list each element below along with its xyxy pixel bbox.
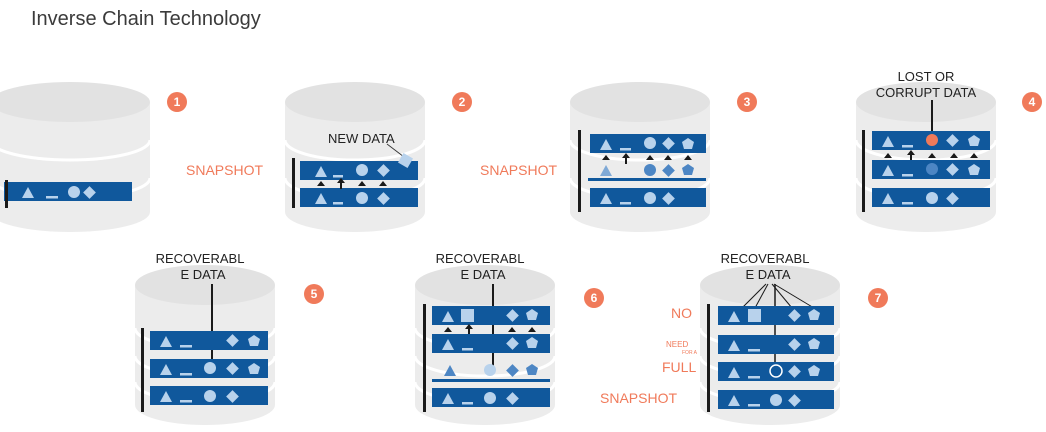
top-block	[590, 134, 706, 153]
stage-2: NEW DATA SNAPSHOT 2	[186, 82, 472, 232]
step-number: 2	[459, 95, 466, 109]
step-badge-7: 7	[868, 288, 888, 308]
pointer-arrows	[444, 324, 536, 335]
recoverable-label-line1: RECOVERABL	[436, 251, 525, 266]
step-number: 3	[744, 95, 751, 109]
step-badge-3: 3	[737, 92, 757, 112]
stage-7: RECOVERABL E DATA NO NEED FOR A FULL SNA…	[600, 251, 888, 425]
step-number: 6	[591, 291, 598, 305]
base-block	[150, 386, 268, 405]
partial-layer	[432, 364, 550, 382]
step-number: 4	[1029, 95, 1036, 109]
step-badge-4: 4	[1022, 92, 1042, 112]
snapshot-label: SNAPSHOT	[600, 390, 677, 406]
top-block	[432, 306, 550, 325]
step-badge-1: 1	[167, 92, 187, 112]
top-block	[718, 306, 834, 325]
stage-3: SNAPSHOT	[480, 82, 757, 232]
for-a-label: FOR A	[682, 350, 698, 356]
full-label: FULL	[662, 359, 696, 375]
step-number: 7	[875, 291, 882, 305]
diagram-title: Inverse Chain Technology	[31, 8, 261, 30]
top-block	[872, 131, 990, 150]
corrupt-data-marker	[926, 134, 938, 146]
stage-5: RECOVERABL E DATA 5	[133, 251, 324, 425]
base-block	[872, 188, 990, 207]
need-label: NEED	[666, 340, 688, 349]
middle-block	[432, 334, 550, 353]
step-badge-5: 5	[304, 284, 324, 304]
middle-block-1	[718, 335, 834, 354]
no-label: NO	[671, 305, 692, 321]
stage-6: RECOVERABL E DATA	[413, 251, 604, 425]
stage-4: LOST OR CORRUPT DATA	[854, 69, 1042, 232]
recoverable-label-line1: RECOVERABL	[156, 251, 245, 266]
lost-data-label-line2: CORRUPT DATA	[876, 85, 977, 100]
recoverable-label-line2: E DATA	[745, 267, 790, 282]
base-block	[590, 188, 706, 207]
recoverable-label-line2: E DATA	[180, 267, 225, 282]
lost-data-label-line1: LOST OR	[898, 69, 955, 84]
base-block	[300, 188, 418, 207]
pointer-arrows	[884, 150, 978, 161]
pointer-arrows	[602, 153, 692, 164]
middle-layer	[588, 164, 706, 181]
pointer-arrows	[317, 178, 387, 189]
step-number: 5	[311, 287, 318, 301]
middle-block	[150, 359, 268, 378]
stage-1: 1	[0, 82, 187, 232]
new-data-label: NEW DATA	[328, 131, 395, 146]
snapshot-label: SNAPSHOT	[186, 162, 263, 178]
step-number: 1	[174, 95, 181, 109]
snapshot-block	[300, 152, 418, 180]
recoverable-label-line2: E DATA	[460, 267, 505, 282]
data-block	[4, 180, 132, 208]
database-cylinder	[0, 82, 152, 232]
base-block	[432, 388, 550, 407]
top-block	[150, 331, 268, 350]
base-block	[718, 390, 834, 409]
middle-block	[872, 160, 990, 179]
step-badge-6: 6	[584, 288, 604, 308]
recoverable-label-line1: RECOVERABL	[721, 251, 810, 266]
snapshot-label: SNAPSHOT	[480, 162, 557, 178]
step-badge-2: 2	[452, 92, 472, 112]
middle-block-2	[718, 362, 834, 381]
